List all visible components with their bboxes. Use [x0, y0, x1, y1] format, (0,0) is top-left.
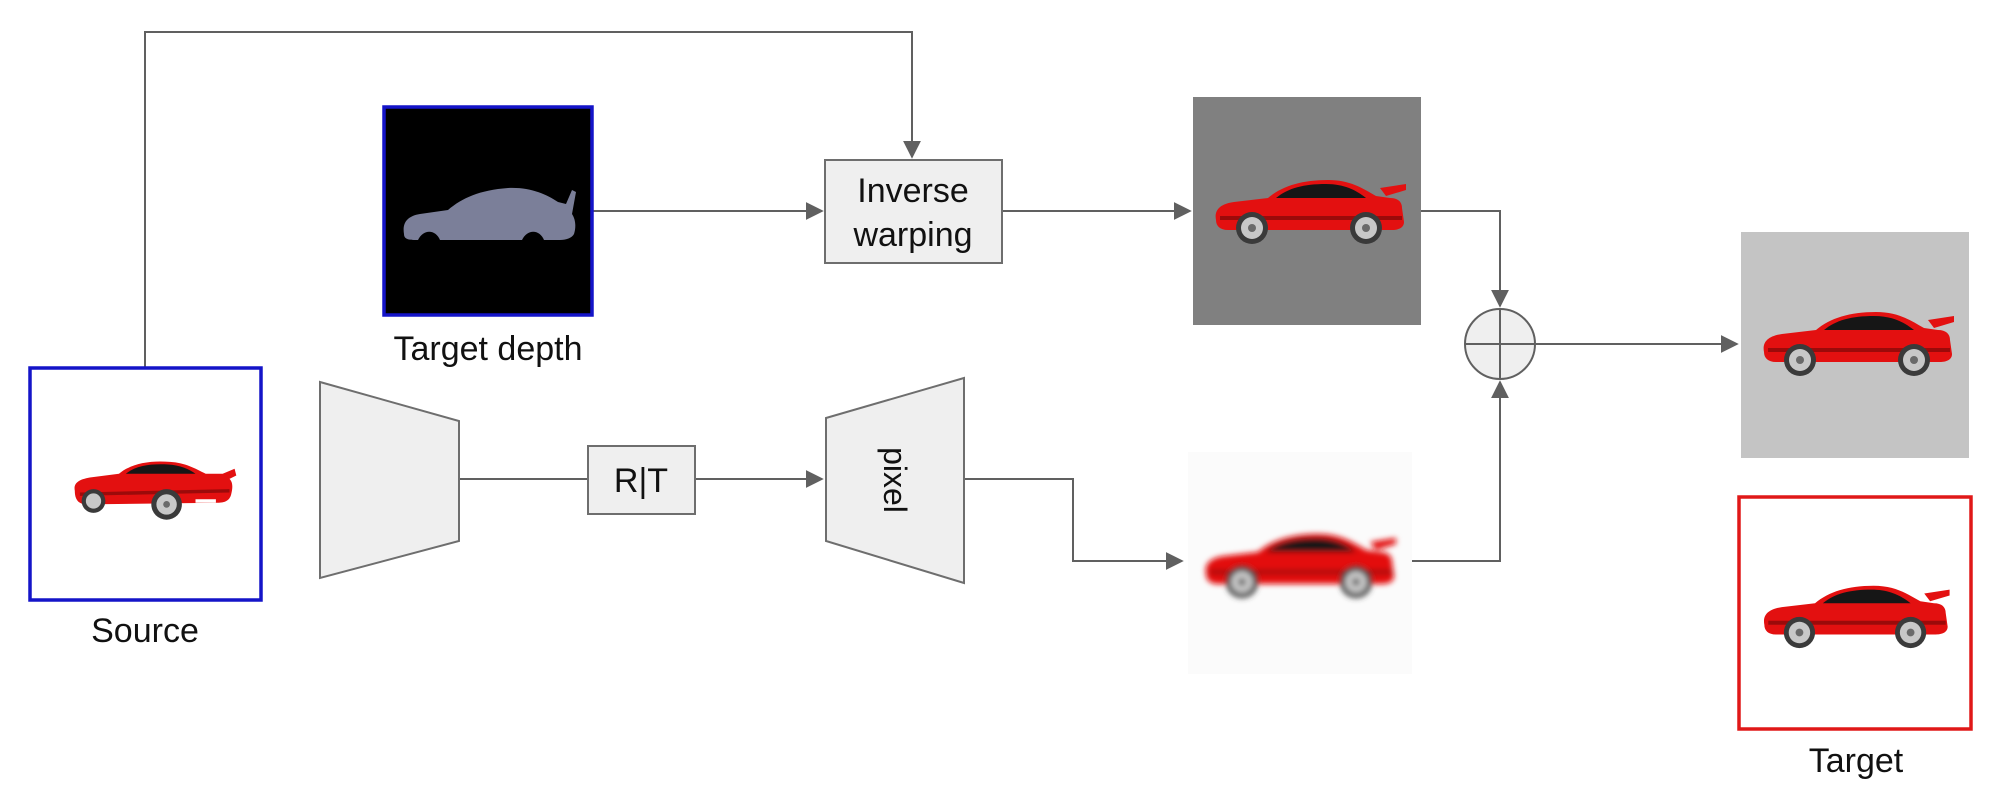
inverse-warping-label-line1: Inverse — [857, 172, 969, 210]
depth-car-silhouette — [403, 187, 576, 240]
source-label: Source — [91, 612, 199, 650]
target-image — [1737, 495, 1973, 731]
pixel-output-image — [1188, 452, 1412, 674]
rt-label: R|T — [614, 462, 668, 500]
decoder-to-pixel-line — [964, 478, 1184, 570]
pixel-decoder: pixel — [825, 376, 965, 585]
target-depth-image — [382, 105, 594, 317]
target-depth-label: Target depth — [393, 330, 582, 368]
inverse-warping-box: Inverse warping — [824, 159, 1003, 264]
rt-box: R|T — [587, 445, 696, 515]
sum-icon — [1464, 308, 1536, 380]
source-image — [28, 366, 263, 602]
pixel-label: pixel — [877, 447, 913, 513]
encoder-shape — [319, 380, 460, 580]
target-label: Target — [1809, 742, 1904, 780]
inverse-warping-label-line2: warping — [852, 216, 972, 254]
warped-to-sum-line — [1420, 210, 1509, 308]
source-to-warping-line — [144, 31, 921, 368]
connections — [144, 31, 1739, 570]
warped-image — [1193, 97, 1421, 325]
output-image — [1741, 232, 1969, 458]
pixel-to-sum-line — [1412, 380, 1509, 562]
decoder-shape — [825, 376, 965, 585]
